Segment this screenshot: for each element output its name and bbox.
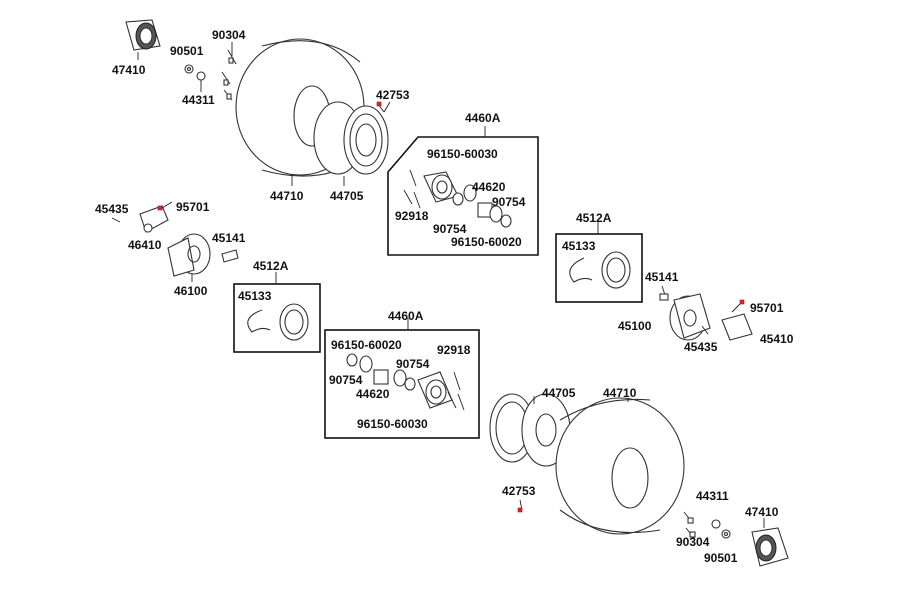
- pin-45435-right: [701, 325, 709, 335]
- bolt-95701-left: [157, 201, 173, 211]
- label-92918-bottom: 92918: [437, 343, 471, 357]
- brake-arm-46410: [139, 205, 169, 233]
- label-90304-bottom: 90304: [676, 535, 710, 549]
- brake-panel-45100: [669, 293, 711, 341]
- label-90501-top: 90501: [170, 44, 204, 58]
- studs-90304-top: [221, 49, 237, 101]
- label-44311-top: 44311: [182, 93, 215, 107]
- label-90304-top: 90304: [212, 28, 246, 42]
- label-90754-bottom-1: 90754: [396, 357, 430, 371]
- label-45133-right: 45133: [562, 239, 596, 253]
- label-44705-top: 44705: [330, 189, 364, 203]
- label-46100: 46100: [174, 284, 208, 298]
- label-44620-bottom: 44620: [356, 387, 390, 401]
- label-90501-bottom: 90501: [704, 551, 738, 565]
- label-96150-60020-top: 96150-60020: [451, 235, 522, 249]
- label-4512A-left: 4512A: [253, 259, 289, 273]
- label-96150-60030-bottom: 96150-60030: [357, 417, 428, 431]
- nut-44311-bottom: [711, 519, 721, 529]
- label-45100: 45100: [618, 319, 652, 333]
- label-45435-right: 45435: [684, 340, 718, 354]
- brake-shoe-box-4512A-left: [233, 272, 321, 353]
- label-44311-bottom: 44311: [696, 489, 729, 503]
- label-47410-bottom: 47410: [745, 505, 779, 519]
- brake-arm-45410: [721, 313, 753, 341]
- rim-44705-top: [313, 101, 389, 175]
- label-45410: 45410: [760, 332, 794, 346]
- label-46410: 46410: [128, 238, 162, 252]
- label-90754-bottom-2: 90754: [329, 373, 363, 387]
- brake-shoe-box-4512A-right: [555, 222, 643, 303]
- valve-42753-bottom: [517, 499, 523, 513]
- label-45435-left: 45435: [95, 202, 129, 216]
- label-47410-top: 47410: [112, 63, 146, 77]
- label-45133-left: 45133: [238, 289, 272, 303]
- label-45141-left: 45141: [212, 231, 246, 245]
- tire-44710-bottom: [555, 397, 685, 535]
- label-96150-60030-top: 96150-60030: [427, 147, 498, 161]
- label-42753-top: 42753: [376, 88, 410, 102]
- label-90754-top-1: 90754: [492, 195, 526, 209]
- label-44620-top: 44620: [472, 180, 506, 194]
- hub-kit-box-4460A-bottom: [324, 318, 480, 439]
- label-96150-60020-bottom: 96150-60020: [331, 338, 402, 352]
- pin-45435-left: [111, 217, 121, 223]
- studs-90304-bottom: [683, 511, 696, 539]
- label-90754-top-2: 90754: [433, 222, 467, 236]
- hub-cap-47410-top: [125, 19, 161, 51]
- bolt-45141-right: [659, 285, 669, 301]
- label-44705-bottom: 44705: [542, 386, 576, 400]
- label-4512A-right: 4512A: [576, 211, 612, 225]
- label-44710-bottom: 44710: [603, 386, 637, 400]
- bolt-95701-right: [731, 299, 745, 313]
- label-92918-top: 92918: [395, 209, 429, 223]
- label-42753-bottom: 42753: [502, 484, 536, 498]
- label-95701-right: 95701: [750, 301, 784, 315]
- label-44710-top: 44710: [270, 189, 304, 203]
- label-45141-right: 45141: [645, 270, 679, 284]
- brake-panel-46100: [167, 233, 211, 277]
- label-4460A-top: 4460A: [465, 111, 501, 125]
- part-labels: 47410 90501 90304 44311 42753 44710 4470…: [95, 28, 794, 565]
- bolt-45141-left: [221, 249, 239, 263]
- washer-90501-top: [184, 64, 194, 74]
- hub-kit-box-4460A-top: [387, 126, 539, 256]
- washer-90501-bottom: [721, 529, 731, 539]
- hub-cap-47410-bottom: [751, 527, 789, 567]
- label-95701-left: 95701: [176, 200, 210, 214]
- valve-42753-top: [376, 101, 385, 113]
- nut-44311-top: [196, 71, 206, 81]
- label-4460A-bottom: 4460A: [388, 309, 424, 323]
